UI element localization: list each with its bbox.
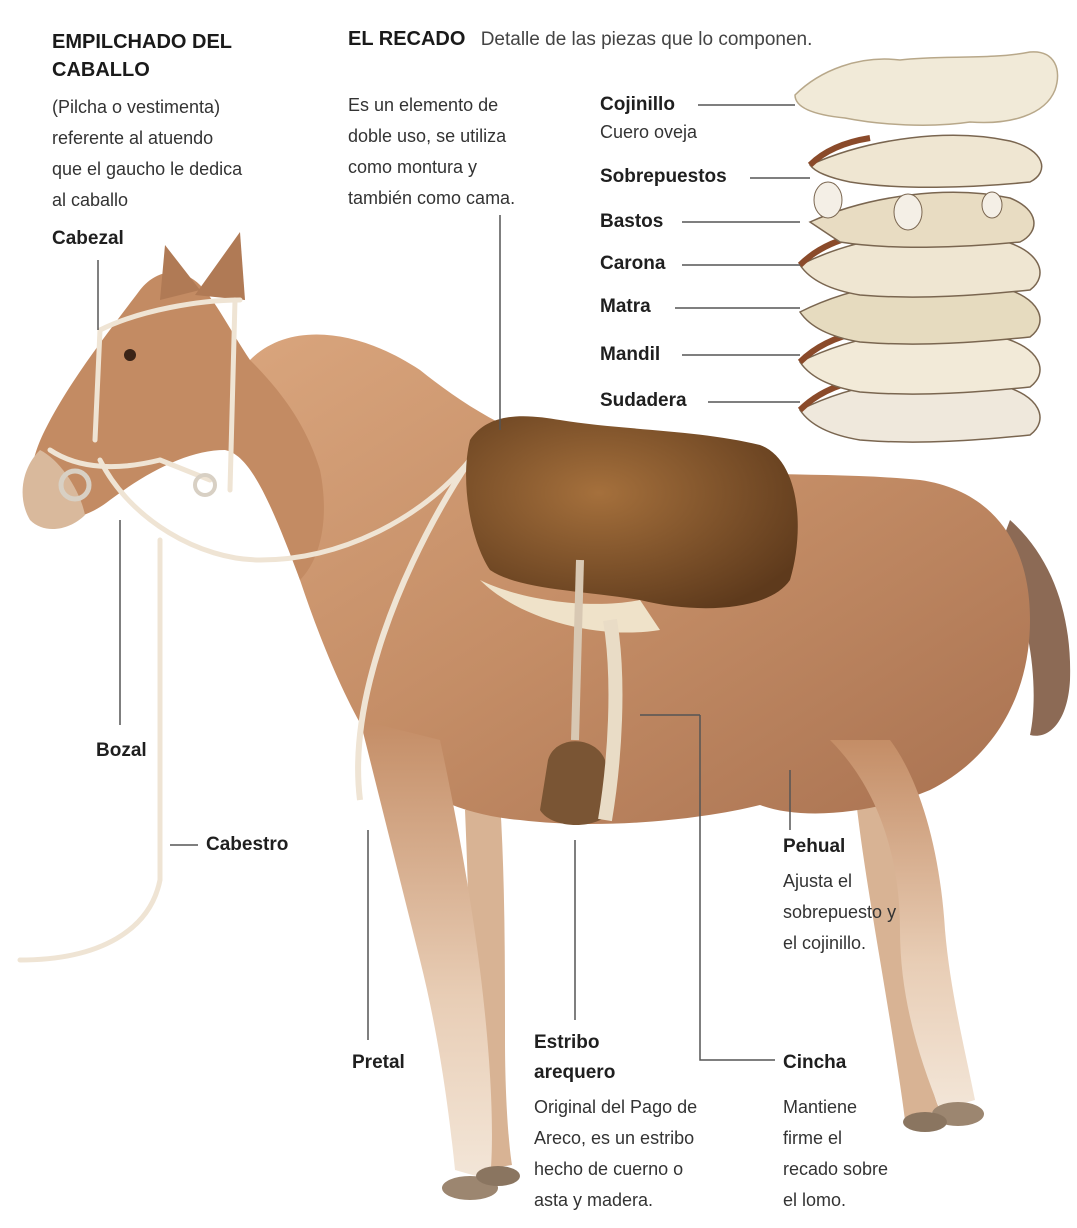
- label-cabestro: Cabestro: [206, 834, 288, 856]
- far-front-hoof: [476, 1166, 520, 1186]
- estribo-desc-line: hecho de cuerno o: [534, 1154, 697, 1185]
- label-pehual: Pehual: [783, 836, 845, 858]
- horse-ear-right: [195, 232, 245, 300]
- estribo-title-line: arequero: [534, 1058, 615, 1088]
- left-title-line2: CABALLO: [52, 56, 232, 84]
- recado-title: EL RECADO: [348, 28, 465, 50]
- left-description: (Pilcha o vestimenta) referente al atuen…: [52, 92, 242, 216]
- cincha-desc-line: recado sobre: [783, 1154, 888, 1185]
- estribo-desc-line: Original del Pago de: [534, 1092, 697, 1123]
- label-cincha: Cincha: [783, 1052, 846, 1074]
- horse-eye: [124, 349, 136, 361]
- left-title-line1: EMPILCHADO DEL: [52, 28, 232, 56]
- fleece-on-horse: [466, 416, 798, 608]
- pehual-desc-line: el cojinillo.: [783, 928, 896, 959]
- label-estribo: Estribo arequero: [534, 1028, 615, 1088]
- label-mandil: Mandil: [600, 344, 660, 366]
- saddle-layers-exploded: [795, 52, 1058, 442]
- label-pretal: Pretal: [352, 1052, 405, 1074]
- label-sudadera: Sudadera: [600, 390, 687, 412]
- left-title: EMPILCHADO DEL CABALLO: [52, 28, 232, 84]
- label-cabezal: Cabezal: [52, 228, 124, 250]
- label-bastos: Bastos: [600, 211, 663, 233]
- recado-header: EL RECADO Detalle de las piezas que lo c…: [348, 28, 812, 51]
- far-hind-hoof: [903, 1112, 947, 1132]
- left-desc-line: referente al atuendo: [52, 123, 242, 154]
- label-cojinillo: Cojinillo: [600, 94, 675, 116]
- recado-description: Es un elemento de doble uso, se utiliza …: [348, 90, 515, 214]
- label-bozal: Bozal: [96, 740, 147, 762]
- estribo-title-line: Estribo: [534, 1028, 615, 1058]
- pehual-desc-line: Ajusta el: [783, 866, 896, 897]
- cincha-description: Mantiene firme el recado sobre el lomo.: [783, 1092, 888, 1216]
- cincha-desc-line: el lomo.: [783, 1185, 888, 1216]
- stirrup-leather: [575, 560, 580, 740]
- left-desc-line: que el gaucho le dedica: [52, 154, 242, 185]
- cincha-desc-line: firme el: [783, 1123, 888, 1154]
- label-sobrepuestos: Sobrepuestos: [600, 166, 727, 188]
- recado-desc-line: también como cama.: [348, 183, 515, 214]
- label-cojinillo-sub: Cuero oveja: [600, 122, 697, 143]
- recado-desc-line: Es un elemento de: [348, 90, 515, 121]
- horse-neck: [31, 273, 324, 581]
- pehual-description: Ajusta el sobrepuesto y el cojinillo.: [783, 866, 896, 959]
- estribo-description: Original del Pago de Areco, es un estrib…: [534, 1092, 697, 1216]
- label-matra: Matra: [600, 296, 651, 318]
- recado-desc-line: como montura y: [348, 152, 515, 183]
- recado-desc-line: doble uso, se utiliza: [348, 121, 515, 152]
- cincha-desc-line: Mantiene: [783, 1092, 888, 1123]
- estribo-desc-line: asta y madera.: [534, 1185, 697, 1216]
- pehual-desc-line: sobrepuesto y: [783, 897, 896, 928]
- recado-subtitle: Detalle de las piezas que lo componen.: [481, 29, 813, 50]
- label-carona: Carona: [600, 253, 665, 275]
- left-desc-line: al caballo: [52, 185, 242, 216]
- left-desc-line: (Pilcha o vestimenta): [52, 92, 242, 123]
- estribo-desc-line: Areco, es un estribo: [534, 1123, 697, 1154]
